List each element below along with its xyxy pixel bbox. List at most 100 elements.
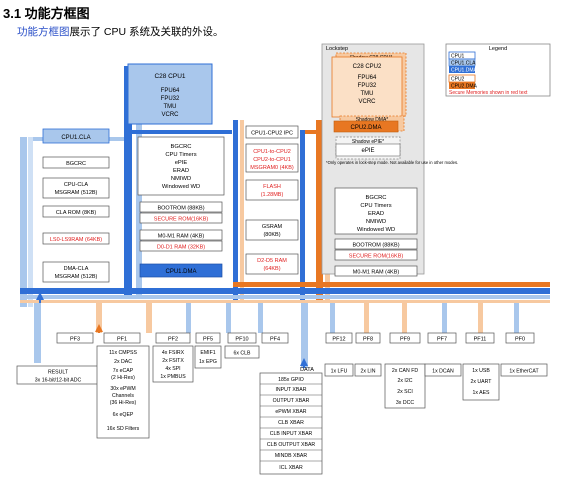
cpu1-sys-line-1: CPU Timers — [165, 152, 196, 158]
legend-cpu1: CPU1 — [451, 54, 465, 60]
pf5-name: PF5 — [203, 337, 213, 343]
pf9-item-3: 3x DCC — [396, 400, 414, 406]
pf0-name: PF0 — [515, 337, 525, 343]
pf1-name: PF1 — [117, 337, 127, 343]
pf8-name: PF8 — [363, 337, 373, 343]
cla-column: CPU1.CLA BGCRC CPU-CLA MSGRAM (512B) CLA… — [42, 128, 110, 283]
pf9-name: PF9 — [400, 337, 410, 343]
block-diagram-link[interactable]: 功能方框图 — [17, 26, 70, 38]
pf1-item-3: (2 Hi-Res) — [111, 375, 135, 381]
legend-secure-note: Secure Memories shown in red text — [449, 90, 528, 96]
d2d5-line-0: D2-D5 RAM — [257, 258, 287, 264]
pf1-item-7: 6x eQEP — [113, 412, 134, 418]
cpu1-sys-line-0: BGCRC — [171, 144, 192, 150]
pf4-item-1: INPUT XBAR — [275, 387, 306, 393]
cpu2-sys-line-0: BGCRC — [366, 195, 387, 201]
pf1-item-8: 16x SD Filters — [107, 426, 140, 432]
cpu2-core-line-3: TMU — [361, 91, 374, 97]
dma-cla-msgram-line-0: DMA-CLA — [64, 266, 89, 272]
pf4-item-5: CLB INPUT XBAR — [270, 431, 313, 437]
msgram-line-1: CPU2-to-CPU1 — [253, 157, 291, 163]
pf4-item-6: CLB OUTPUT XBAR — [267, 442, 316, 448]
cpu2-core-line-4: VCRC — [358, 99, 376, 105]
functional-block-diagram: Legend CPU1 CPU1.CLA CPU1.DMA CPU2 CPU2.… — [16, 43, 551, 475]
cpu1-sys-line-3: ERAD — [173, 168, 189, 174]
pf12-item-0: 1x LFU — [331, 369, 348, 375]
lockstep-title: Lockstep — [326, 46, 348, 52]
legend: Legend CPU1 CPU1.CLA CPU1.DMA CPU2 CPU2.… — [445, 43, 551, 97]
pf4-item-2: OUTPUT XBAR — [273, 398, 310, 404]
pf11-item-0: 1x USB — [472, 368, 490, 374]
cpu1-system-block: BGCRC CPU Timers ePIE ERAD NMIWD Windowe… — [137, 136, 225, 278]
pf10-item-0: 6x CLB — [233, 351, 251, 357]
lockstep-region: Lockstep Shadow C28 CPU* C28 CPU2 FPU64 … — [321, 43, 458, 275]
epie: ePIE — [361, 148, 374, 154]
flash-line-0: FLASH — [263, 184, 281, 190]
cpu2-secure-rom: SECURE ROM(16KB) — [349, 254, 404, 260]
pf9-item-0: 2x CAN FD — [392, 368, 418, 374]
data-label: DATA — [300, 367, 314, 373]
d2d5-line-1: (64KB) — [263, 266, 280, 272]
pf4-item-3: ePWM XBAR — [275, 409, 306, 415]
pf10-name: PF10 — [235, 337, 248, 343]
pf3-item-0: RESULT — [48, 370, 69, 376]
pf3-name: PF3 — [70, 337, 80, 343]
pf1-item-6: (36 Hi-Res) — [110, 400, 137, 406]
cpu1-sys-line-5: Windowed WD — [162, 184, 200, 190]
cpu1-sys-line-2: ePIE — [175, 160, 188, 166]
cpu2-sys-line-4: Windowed WD — [357, 227, 395, 233]
cpu1-core-line-3: TMU — [164, 104, 177, 110]
cpu2-core-line-2: FPU32 — [358, 83, 377, 89]
cpu-cla-msgram-line-0: CPU-CLA — [64, 182, 88, 188]
cpu2-core-line-1: FPU64 — [358, 75, 377, 81]
pf2-name: PF2 — [168, 337, 178, 343]
peripheral-frames: PF3 RESULT 3x 16-bit/12-bit ADC PF1 11x … — [16, 332, 548, 475]
cpu1-dma: CPU1.DMA — [165, 269, 196, 275]
intro-text: 展示了 CPU 系统及关联的外设。 — [69, 26, 224, 38]
pf1-item-5: Channels — [112, 393, 134, 399]
cpu1-cla: CPU1.CLA — [61, 135, 90, 141]
shared-memory-block: CPU1-CPU2 IPC CPU1-to-CPU2 CPU2-to-CPU1 … — [245, 125, 299, 275]
cpu2-m-ram: M0-M1 RAM (4KB) — [353, 270, 400, 276]
cpu1-core-block: C28 CPU1 FPU64 FPU32 TMU VCRC — [127, 63, 213, 125]
cpu1-bootrom: BOOTROM (88KB) — [157, 206, 204, 212]
intro-paragraph: 功能方框图展示了 CPU 系统及关联的外设。 — [17, 24, 224, 39]
cpu2-system-block: BGCRC CPU Timers ERAD NMIWD Windowed WD … — [334, 187, 418, 277]
cpu2-sys-line-1: CPU Timers — [360, 203, 391, 209]
cpu1-m-ram: M0-M1 RAM (4KB) — [158, 234, 205, 240]
legend-cpu1-dma: CPU1.DMA — [451, 68, 478, 74]
pf1-item-1: 2x DAC — [114, 359, 132, 365]
pf9-item-2: 2x SCI — [397, 389, 413, 395]
pf2-item-3: 1x PMBUS — [160, 374, 186, 380]
cpu2-core-line-0: C28 CPU2 — [353, 64, 382, 70]
pf12-name: PF12 — [332, 337, 345, 343]
legend-cpu2-dma: CPU2.DMA — [451, 84, 478, 90]
pf2-item-1: 2x FSITX — [162, 358, 184, 364]
pf1-item-4: 30x ePWM — [110, 386, 135, 392]
cpu1-sys-line-4: NMIWD — [171, 176, 191, 182]
legend-cpu1-cla: CPU1.CLA — [451, 61, 476, 67]
pf5-item-1: 1x EPG — [199, 359, 217, 365]
pf9-item-1: 2x I2C — [398, 378, 413, 384]
cpu2-sys-line-2: ERAD — [368, 211, 384, 217]
cpu2-dma: CPU2.DMA — [350, 125, 381, 131]
pf1-item-2: 7x eCAP — [113, 368, 134, 374]
cpu1-secure-rom: SECURE ROM(16KB) — [154, 217, 209, 223]
legend-title: Legend — [489, 46, 507, 52]
cpu1-core-line-1: FPU64 — [161, 88, 180, 94]
pf7-name: PF7 — [437, 337, 447, 343]
pf11-item-1: 2x UART — [471, 379, 493, 385]
ipc: CPU1-CPU2 IPC — [251, 131, 293, 137]
cpu1-core-line-0: C28 CPU1 — [154, 73, 185, 80]
pf3-item-1: 3x 16-bit/12-bit ADC — [35, 378, 82, 384]
ls-ram: LS0-LS9RAM (64KB) — [50, 237, 102, 243]
cpu-cla-msgram-line-1: MSGRAM (512B) — [55, 190, 98, 196]
flash-line-1: (1.28MB) — [261, 192, 284, 198]
cpu1-core-line-4: VCRC — [161, 112, 179, 118]
cpu1-core-line-2: FPU32 — [161, 96, 180, 102]
msgram-line-2: MSGRAM0 (4KB) — [250, 165, 294, 171]
shadow-epie-label: Shadow ePIE* — [352, 139, 384, 145]
msgram-line-0: CPU1-to-CPU2 — [253, 149, 291, 155]
pf4-name: PF4 — [270, 337, 280, 343]
pf4-item-8: ICL XBAR — [279, 465, 303, 471]
